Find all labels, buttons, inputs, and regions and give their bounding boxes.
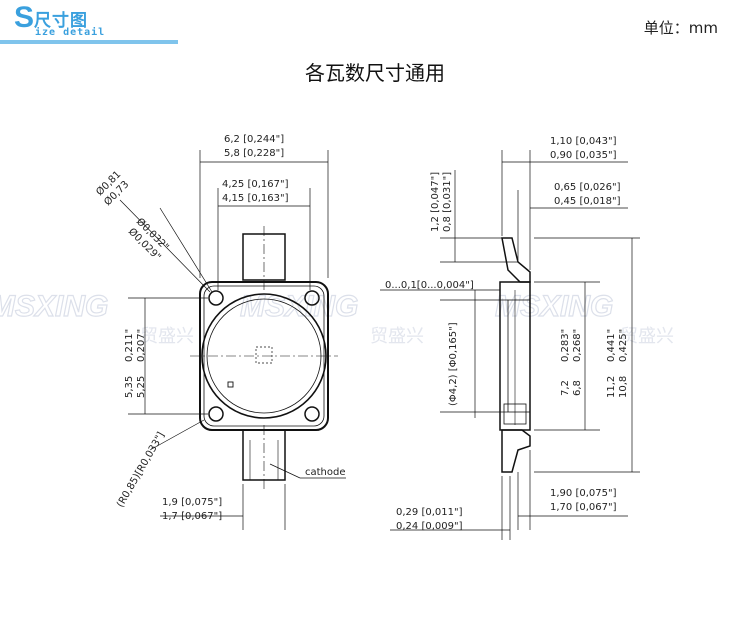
dim-side-height-min: 0,8 [0,031"]: [442, 172, 453, 232]
header-title-en: ize detail: [35, 27, 106, 38]
header-s-letter: S: [14, 1, 35, 34]
dim-side-thick-min: 0,90 [0,035"]: [550, 150, 617, 161]
watermark-latin-3: MSXING: [495, 290, 613, 323]
watermark-latin-2: MSXING: [240, 290, 358, 323]
cathode-label: cathode: [305, 467, 346, 478]
dim-width-total-min: 5,8 [0,228"]: [224, 148, 284, 159]
watermark-latin-1: MSXING: [0, 290, 108, 323]
dim-total-height-min: 10,8: [618, 376, 629, 398]
dim-lead-thick-max: 0,29 [0,011"]: [396, 507, 463, 518]
mount-hole-br: [304, 406, 320, 422]
dim-corner-radius: (R0,85)[R0,033"]: [115, 430, 167, 509]
dim-lead-width-min: 1,7 [0,067"]: [162, 511, 222, 522]
dim-side-thick-max: 1,10 [0,043"]: [550, 136, 617, 147]
dim-side-lead-min: 1,70 [0,067"]: [550, 502, 617, 513]
dim-side-step-min: 0,45 [0,018"]: [554, 196, 621, 207]
dim-side-lead-max: 1,90 [0,075"]: [550, 488, 617, 499]
dim-side-step-max: 0,65 [0,026"]: [554, 182, 621, 193]
dim-total-height-max: 11,2: [606, 376, 617, 398]
dim-flatness: 0...0,1[0...0,004"]: [385, 280, 474, 291]
side-view: [380, 150, 640, 540]
dim-total-height-in-max: 0,441": [606, 329, 617, 362]
watermark-cn-2: 贸盛兴: [370, 326, 424, 347]
dim-body-height-in-min: 0,268": [572, 329, 583, 362]
led-chip: [255, 346, 273, 364]
cathode-mark: [227, 381, 234, 388]
dim-lens-diameter: (Φ4,2) [Φ0,165"]: [448, 322, 459, 406]
watermark: MSXING MSXING MSXING 贸盛兴 贸盛兴 贸盛兴: [0, 289, 674, 347]
dim-total-height-in-min: 0,425": [618, 329, 629, 362]
mount-hole-tr: [304, 290, 320, 306]
header-title-cn: 尺寸图: [34, 11, 88, 31]
dim-height-inner-max: 5,35: [124, 376, 135, 398]
dim-height-inner-min: 5,25: [136, 376, 147, 398]
side-lead-top: [501, 237, 531, 283]
dim-width-inner-min: 4,15 [0,163"]: [222, 193, 289, 204]
mount-hole-tl: [208, 290, 224, 306]
front-lead-bottom: [242, 429, 286, 481]
dim-width-total-max: 6,2 [0,244"]: [224, 134, 284, 145]
watermark-cn-1: 贸盛兴: [140, 326, 194, 347]
dim-height-inner-in-max: 0,211": [124, 329, 135, 362]
front-dimension-labels: 6,2 [0,244"] 5,8 [0,228"] 4,25 [0,167"] …: [94, 134, 346, 522]
mount-hole-bl: [208, 406, 224, 422]
page-title: 各瓦数尺寸通用: [305, 61, 445, 85]
side-dimension-labels: 1,10 [0,043"] 0,90 [0,035"] 0,65 [0,026"…: [385, 136, 629, 532]
side-lens: [507, 299, 531, 413]
dim-width-inner-max: 4,25 [0,167"]: [222, 179, 289, 190]
dim-lead-width-max: 1,9 [0,075"]: [162, 497, 222, 508]
watermark-cn-3: 贸盛兴: [620, 326, 674, 347]
unit-label: 单位：mm: [643, 19, 718, 37]
dim-body-height-in-max: 0,283": [560, 329, 571, 362]
side-lead-bottom: [501, 429, 531, 473]
front-view: [119, 150, 346, 530]
header-underline: [0, 40, 178, 44]
dim-lead-thick-min: 0,24 [0,009"]: [396, 521, 463, 532]
dim-body-height-max: 7,2: [560, 380, 571, 396]
dim-side-height-max: 1,2 [0,047"]: [430, 172, 441, 232]
dim-height-inner-in-min: 0,207": [136, 329, 147, 362]
dim-body-height-min: 6,8: [572, 380, 583, 396]
